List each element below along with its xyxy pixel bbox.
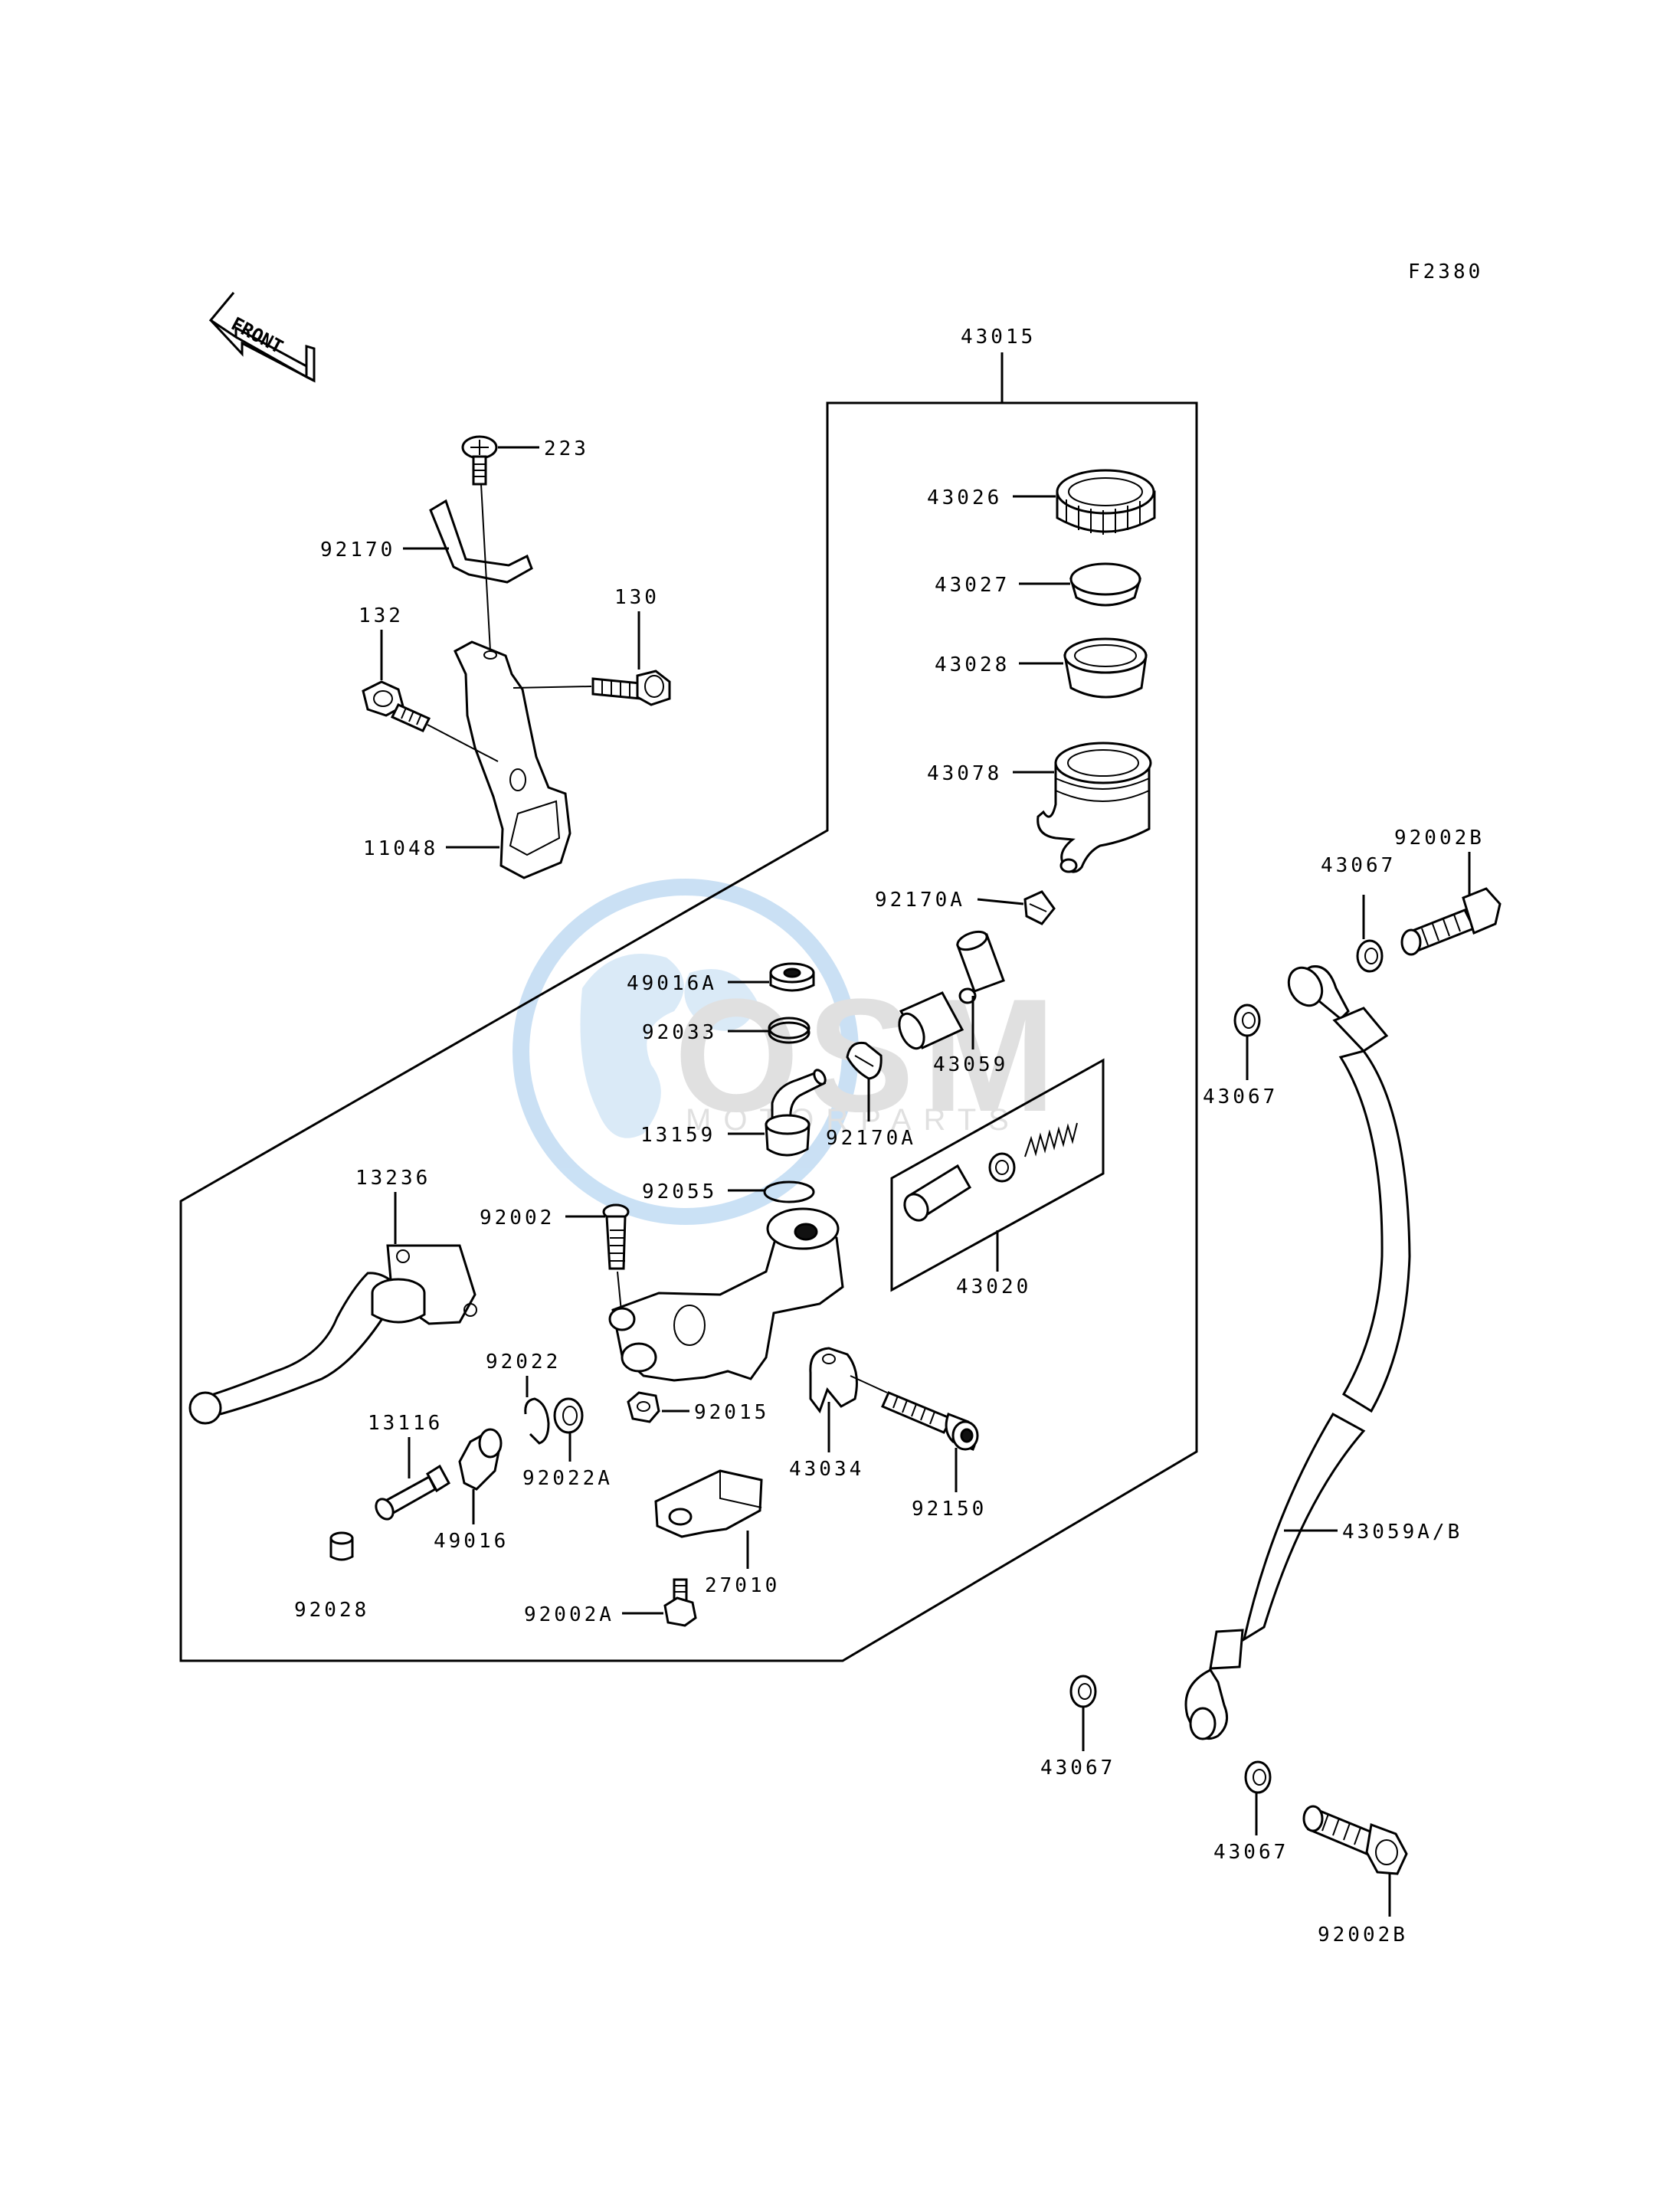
label-43078: 43078 [927,762,1002,785]
reservoir-diaphragm [1063,637,1148,699]
grommet-49016a [769,962,815,992]
reservoir-body [1036,742,1152,873]
master-cylinder-body [608,1207,844,1382]
label-223: 223 [544,437,589,460]
label-43034: 43034 [789,1458,864,1481]
washer-43067-4 [1244,1760,1272,1794]
label-92002: 92002 [480,1207,555,1229]
label-43059: 43059 [933,1053,1008,1076]
piston-kit-box [890,1058,1105,1292]
holder-43034 [809,1347,858,1414]
label-43027: 43027 [935,574,1010,597]
label-92170a-lower: 92170A [826,1127,916,1150]
label-43059ab: 43059A/B [1342,1521,1462,1544]
boot-49016 [458,1428,503,1491]
label-43067-4: 43067 [1213,1841,1289,1864]
label-13116: 13116 [368,1412,443,1435]
label-13236: 13236 [355,1167,431,1190]
circlip-92033 [768,1017,811,1044]
label-43026: 43026 [927,486,1002,509]
label-92002b-top: 92002B [1394,827,1485,850]
watermark-sub: MOTORPARTS [686,1103,1021,1137]
banjo-bolt-92002b-bottom [1302,1805,1408,1875]
label-13159: 13159 [640,1124,716,1147]
label-43015: 43015 [961,326,1036,349]
screw-223 [461,435,498,486]
label-49016: 49016 [434,1530,509,1553]
fitting-13159 [765,1069,827,1157]
label-92022: 92022 [486,1351,561,1374]
figure-code: F2380 [1408,260,1483,283]
bracket-11048 [454,640,571,879]
oring-92055 [763,1180,815,1203]
bracket-clamp-92170 [429,499,533,584]
label-92150: 92150 [912,1498,987,1521]
piston-kit-parts [903,1122,1078,1222]
label-43067-3: 43067 [1040,1757,1115,1780]
lever-13236 [188,1244,477,1425]
clamp-92170a-lower [846,1041,883,1080]
hose-43059 [898,930,1005,1050]
label-92170: 92170 [320,539,395,562]
hose-43059ab [1184,965,1411,1740]
label-43067-1: 43067 [1321,854,1396,877]
washer-43067-2 [1233,1004,1261,1037]
label-92022a: 92022A [522,1467,613,1490]
bolt-132 [362,680,431,732]
label-132: 132 [359,604,404,627]
washer-43067-3 [1069,1675,1097,1708]
label-43067-2: 43067 [1203,1085,1278,1108]
watermark-continents-icon [580,954,758,1138]
bolt-92150 [881,1391,979,1451]
label-11048: 11048 [363,837,438,860]
washer-92022a [553,1397,584,1434]
label-27010: 27010 [705,1574,780,1597]
circlip-92022 [524,1397,550,1445]
label-92033: 92033 [642,1021,717,1044]
label-43020: 43020 [956,1275,1031,1298]
clamp-92170a [1023,890,1056,925]
label-43028: 43028 [935,653,1010,676]
assembly-outline [179,401,1198,1662]
washer-43067-1 [1356,939,1384,973]
label-92002b-bottom: 92002B [1318,1924,1408,1947]
pushrod-13116 [375,1464,450,1521]
label-92170a-top: 92170A [875,889,965,912]
label-92055: 92055 [642,1180,717,1203]
label-130: 130 [614,586,660,609]
front-arrow-icon: FRONT [208,292,316,383]
label-92002a: 92002A [524,1603,614,1626]
bolt-130 [591,670,671,706]
label-49016a: 49016A [627,972,717,995]
nut-92015 [627,1391,660,1423]
screw-92002a [663,1578,697,1627]
label-92015: 92015 [694,1401,769,1424]
reservoir-cap [1056,469,1156,535]
banjo-bolt-92002b-top [1400,887,1502,956]
switch-27010 [654,1469,763,1538]
cap-92028 [329,1531,354,1561]
label-92028: 92028 [294,1599,369,1622]
reservoir-plate [1069,562,1141,607]
pivot-bolt-92002 [602,1203,630,1270]
